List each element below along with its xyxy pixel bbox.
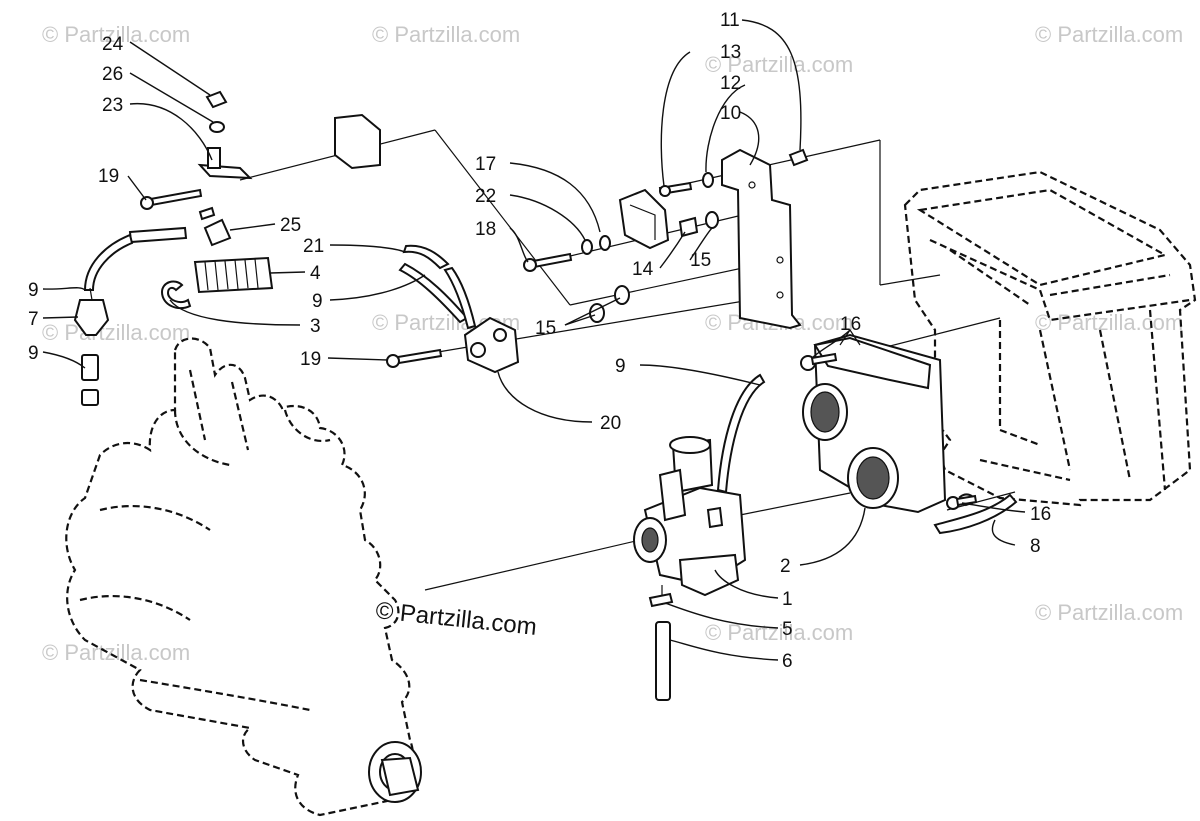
fuel-lines-mid: [398, 244, 477, 330]
carburetor: [633, 373, 766, 605]
callout-25: 25: [280, 215, 301, 236]
watermark: © Partzilla.com: [1035, 600, 1183, 625]
watermark: © Partzilla.com: [42, 640, 190, 665]
watermark: © Partzilla.com: [705, 52, 853, 77]
callout-18: 18: [475, 219, 496, 240]
fuel-parts-left: [73, 90, 381, 406]
callout-16: 16: [840, 314, 861, 335]
callout-8: 8: [1030, 536, 1041, 557]
callout-9: 9: [28, 343, 39, 364]
screws-16: [800, 352, 978, 510]
intake-boot: [802, 328, 947, 514]
callout-15: 15: [535, 318, 556, 339]
callout-1: 1: [782, 589, 793, 610]
callout-12: 12: [720, 73, 741, 94]
callout-5: 5: [782, 619, 793, 640]
callout-15: 15: [690, 250, 711, 271]
faint-watermarks: © Partzilla.com © Partzilla.com © Partzi…: [42, 22, 1183, 665]
callout-13: 13: [720, 42, 741, 63]
leader-lines: [42, 19, 1026, 661]
callout-17: 17: [475, 154, 496, 175]
engine-outline: [65, 337, 422, 817]
carb-parts: [648, 592, 674, 701]
watermark: © Partzilla.com: [705, 620, 853, 645]
watermark: © Partzilla.com: [1035, 22, 1183, 47]
callout-10: 10: [720, 103, 741, 124]
callout-11: 11: [720, 10, 740, 31]
callout-4: 4: [310, 263, 321, 284]
watermark: © Partzilla.com: [42, 22, 190, 47]
callout-20: 20: [600, 413, 621, 434]
callout-2: 2: [780, 556, 791, 577]
callout-21: 21: [303, 236, 324, 257]
fuel-pump-upper: [523, 188, 719, 272]
callout-24: 24: [102, 34, 124, 55]
fuel-pump-lower: [386, 285, 630, 374]
callout-labels: 24 26 23 19 25 9 4 7 3 9 21 9 19 20 17 2…: [28, 10, 1051, 672]
callout-9: 9: [615, 356, 626, 377]
airbox-outline: [903, 170, 1197, 507]
mounting-bracket: [658, 148, 809, 330]
callout-3: 3: [310, 316, 321, 337]
callout-9: 9: [312, 291, 323, 312]
callout-14: 14: [632, 259, 654, 280]
watermark: © Partzilla.com: [1035, 310, 1183, 335]
callout-22: 22: [475, 186, 496, 207]
watermark: © Partzilla.com: [372, 22, 520, 47]
callout-16: 16: [1030, 504, 1051, 525]
callout-7: 7: [28, 309, 39, 330]
callout-26: 26: [102, 64, 123, 85]
callout-19: 19: [300, 349, 321, 370]
callout-23: 23: [102, 95, 123, 116]
callout-9: 9: [28, 280, 39, 301]
partzilla-watermark: © Partzilla.com: [374, 597, 538, 641]
callout-6: 6: [782, 651, 793, 672]
callout-19: 19: [98, 166, 119, 187]
watermark: © Partzilla.com: [42, 320, 190, 345]
